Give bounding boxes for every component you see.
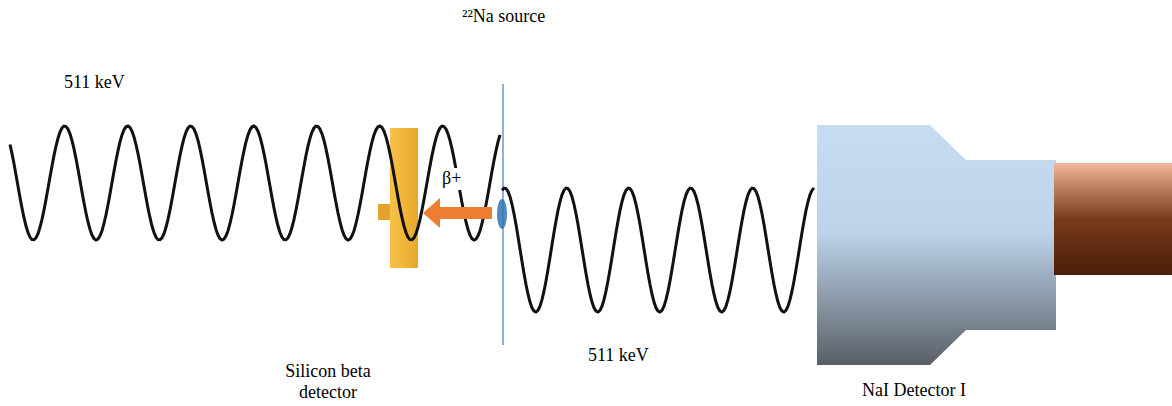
beta-label: β+ [440, 168, 463, 190]
silicon-detector [390, 128, 418, 268]
detector-stub [378, 204, 392, 220]
source-label: ²²Na source [462, 6, 545, 28]
beta-arrow [423, 198, 492, 228]
detector-label: Silicon beta detector [272, 361, 384, 404]
energy-label: 511 keV [588, 345, 649, 367]
photomultiplier [1054, 163, 1172, 275]
gamma-wave [10, 126, 500, 240]
energy-label: 511 keV [64, 72, 125, 94]
detector-label: NaI Detector I [862, 380, 966, 402]
gamma-wave [502, 188, 814, 312]
nai-crystal [817, 125, 1056, 365]
source-disc [497, 199, 507, 229]
